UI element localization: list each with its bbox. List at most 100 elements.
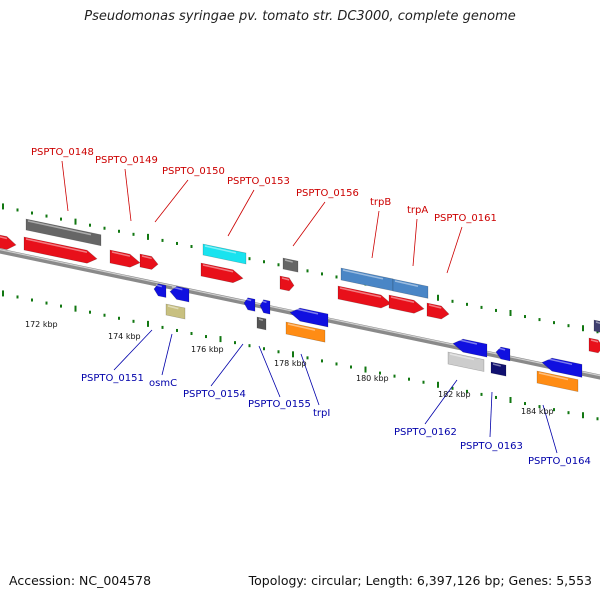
leader-bottom-4	[300, 353, 320, 406]
gene-trpI	[289, 307, 329, 328]
gene-trpA-blue-shine	[394, 280, 419, 287]
guide-dot	[538, 405, 541, 409]
guide-dot	[321, 359, 323, 363]
guide-dot	[524, 402, 526, 406]
gene-0154	[243, 297, 256, 312]
gene-0162	[452, 338, 488, 358]
guide-dot	[147, 320, 149, 327]
guide-dot	[393, 374, 396, 378]
gene-0148-grey-shine	[27, 220, 92, 236]
leader-top-0	[61, 160, 69, 212]
guide-dot	[437, 381, 439, 388]
gene-trpI-orange	[285, 321, 326, 343]
bottom-label-osmc: osmC	[149, 378, 177, 389]
guide-dot	[321, 272, 323, 276]
gene-trpB	[337, 285, 392, 309]
guide-dot	[466, 389, 468, 393]
guide-dot	[509, 396, 512, 403]
guide-dot	[582, 412, 584, 419]
gene-osmC	[165, 303, 186, 320]
guide-dot	[118, 316, 120, 320]
label-leaders	[61, 160, 558, 454]
gene-0148	[23, 236, 98, 264]
gene-0156-grey	[282, 257, 299, 273]
gene-0149-shine	[111, 251, 131, 257]
leader-top-1	[124, 168, 132, 222]
gene-0164-shine	[543, 357, 573, 366]
gene-0163-dark-shine	[492, 363, 501, 367]
gene-trpA	[388, 294, 425, 314]
guide-dot	[495, 395, 497, 399]
guide-dot	[118, 229, 120, 233]
gene-0150-shine	[141, 255, 152, 260]
gene-0163-dark	[490, 361, 507, 377]
gene-0155-grey	[256, 316, 267, 331]
gene-trpI-shine	[291, 307, 319, 315]
guide-dot	[248, 257, 251, 261]
guide-dot	[596, 417, 599, 421]
guide-dot	[45, 301, 48, 305]
guide-dot	[147, 233, 149, 240]
guide-dot	[553, 321, 555, 325]
gene-right-edge-dark	[593, 319, 600, 333]
guide-dot	[16, 208, 19, 212]
leader-top-6	[412, 218, 418, 267]
top-label-trpa: trpA	[407, 205, 428, 216]
guide-dot	[103, 226, 106, 230]
gene-0161-shine	[428, 304, 442, 309]
gene-0164	[541, 357, 583, 378]
bottom-label-pspto-0151: PSPTO_0151	[81, 373, 144, 384]
leader-bottom-5	[424, 379, 458, 425]
leader-top-5	[371, 210, 380, 259]
gene-0151	[153, 283, 167, 298]
guide-dot	[379, 371, 381, 375]
guide-dot	[451, 299, 454, 303]
leader-top-4	[292, 201, 326, 247]
gene-0148-shine	[25, 238, 88, 253]
guide-dot	[263, 260, 265, 264]
guide-dot	[89, 310, 91, 314]
guide-dot	[451, 386, 454, 390]
gene-0162-grey-shine	[449, 353, 475, 361]
guide-dot	[292, 351, 294, 358]
tick-label-178-kbp: 178 kbp	[274, 359, 307, 368]
gene-0153-cyan	[202, 243, 247, 265]
gene-0151-shine	[155, 284, 163, 288]
guide-dot	[89, 223, 91, 227]
gene-0164-orange-shine	[538, 372, 569, 381]
bottom-label-pspto-0154: PSPTO_0154	[183, 389, 246, 400]
tick-label-180-kbp: 180 kbp	[356, 374, 389, 383]
gene-0153-cyan-shine	[204, 245, 237, 254]
guide-dot	[553, 408, 555, 412]
leader-top-7	[446, 226, 463, 274]
guide-dot	[2, 203, 4, 210]
tick-label-174-kbp: 174 kbp	[108, 332, 141, 341]
gene-0155-shine	[261, 300, 267, 304]
guide-dot	[567, 324, 570, 328]
guide-dot	[509, 309, 512, 316]
guide-dot	[190, 332, 193, 336]
guide-dot	[60, 304, 62, 308]
guide-dot	[74, 218, 77, 225]
gene-0151b-shine	[171, 286, 183, 291]
bottom-label-pspto-0163: PSPTO_0163	[460, 441, 523, 452]
gene-trpI-orange-shine	[287, 323, 316, 331]
guide-dot	[176, 241, 178, 245]
gene-0153-shine	[202, 264, 234, 273]
gene-right-edge-shine	[590, 339, 599, 343]
gene-0149	[109, 249, 141, 268]
bottom-label-pspto-0155: PSPTO_0155	[248, 399, 311, 410]
guide-dot	[190, 245, 193, 249]
guide-dot	[45, 214, 48, 218]
gene-0162-grey	[447, 351, 485, 372]
guide-dot	[350, 365, 352, 369]
guide-dot	[74, 305, 77, 312]
gene-right-edge	[588, 337, 600, 354]
guide-dot	[480, 305, 483, 309]
guide-dot	[161, 238, 164, 242]
leader-bottom-2	[210, 343, 244, 387]
tick-label-176-kbp: 176 kbp	[191, 345, 224, 354]
guide-dot	[306, 269, 309, 273]
top-label-pspto-0149: PSPTO_0149	[95, 155, 158, 166]
